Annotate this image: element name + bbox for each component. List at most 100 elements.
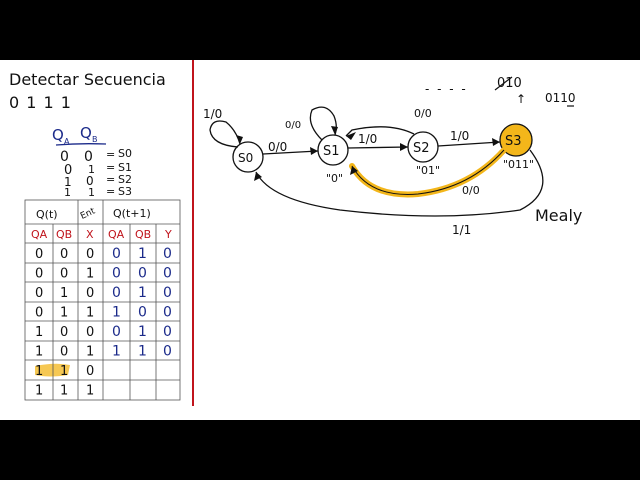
encoding-row-state: S0 [118,147,132,160]
state-s3-note: "011" [503,158,534,171]
slide: Detectar Secuencia 0 1 1 1 Q A Q B 0 0 =… [0,60,640,420]
encoding-row-state: S1 [118,161,132,174]
table-cell: 0 [163,285,172,301]
table-cell: 1 [112,344,121,360]
encoding-row-a: 1 [64,186,71,199]
table-cell: 0 [86,286,94,301]
encoding-row-eq: = [106,173,115,186]
table-cell: 0 [138,305,147,321]
arrowhead [254,172,262,181]
state-s0-label: S0 [238,151,253,165]
table-col-header: Y [164,228,172,241]
table-cell: 1 [35,345,43,360]
table-col-header: QA [31,228,48,241]
table-group-qt: Q(t) [36,208,58,221]
table-cell: 0 [35,267,43,282]
table-cell: 1 [138,285,147,301]
table-cell: 1 [86,306,94,321]
state-s2-note: "01" [416,164,440,177]
mealy-label: Mealy [535,206,582,225]
table-cell: 1 [138,246,147,262]
encoding-row-state: S2 [118,173,132,186]
table-col-header: QB [135,228,151,241]
s0-self-loop [209,120,241,148]
vertical-divider [192,60,194,406]
table-cell: 0 [163,324,172,340]
encoding-header-qb: Q [80,124,92,142]
encoding-header-qb-sub: B [92,135,98,144]
table-cell: 0 [60,247,68,262]
table-cell: 0 [112,266,121,282]
state-diagram: S0 S1 S2 S3 "0" "01" "011" [203,76,582,237]
table-cell: 0 [163,246,172,262]
table-cell: 0 [60,325,68,340]
table-cell: 1 [138,324,147,340]
table-cell: 1 [138,344,147,360]
state-encoding: Q A Q B 0 0 = S0 0 1 = S1 1 0 = S2 1 1 =… [52,124,132,199]
table-group-ent: Ent [79,206,97,222]
table-cell: 0 [112,324,121,340]
s1-self-loop [309,106,337,141]
note-arrow: ↑ [516,92,526,106]
slide-title: Detectar Secuencia [9,70,166,89]
table-cell: 1 [60,286,68,301]
encoding-row-a: 1 [64,175,72,189]
note-seq: 0110 [545,91,576,105]
table-cell: 0 [138,266,147,282]
table-cell: 1 [35,384,43,399]
table-cell: 1 [60,384,68,399]
table-cell: 1 [35,325,43,340]
note-strike [494,76,513,91]
encoding-row-b: 0 [86,174,94,188]
note-dashes: - - - - [425,82,468,96]
encoding-row-state: S3 [118,185,132,198]
arrowhead [236,135,243,144]
table-col-header: QB [56,228,72,241]
table-cell: 0 [35,306,43,321]
drawing-canvas: Q A Q B 0 0 = S0 0 1 = S1 1 0 = S2 1 1 =… [24,76,582,401]
encoding-row-b: 1 [88,163,95,176]
table-cell: 0 [163,305,172,321]
edge-s3-s1 [351,149,505,195]
encoding-row-b: 0 [84,149,93,165]
table-col-header: QA [108,228,125,241]
state-s3-label: S3 [505,134,522,149]
transition-label-s1-s2: 1/0 [358,132,377,146]
transition-label-s2-s1: 0/0 [414,107,432,120]
edge-s2-s3 [437,141,501,147]
row-highlight [35,363,70,377]
table-cell: 0 [163,266,172,282]
arrowhead [346,132,356,140]
transition-label-s2-s3: 1/0 [450,129,469,143]
edge-s0-s1 [262,150,319,155]
encoding-underline [55,143,107,146]
encoding-header-qa: Q [52,126,64,144]
table-cell: 1 [86,267,94,282]
table-cell: 0 [35,286,43,301]
note-struck-seq: 010 [497,76,522,91]
table-cell: 0 [112,246,121,262]
table-cell: 1 [112,305,121,321]
encoding-row-b: 1 [88,186,95,199]
transition-label-s0-s1: 0/0 [268,140,287,154]
encoding-header-qa-sub: A [64,137,70,146]
table-cell: 0 [163,344,172,360]
table-cell: 0 [60,267,68,282]
arrowhead [400,143,408,151]
edge-s2-s1 [345,126,415,137]
table-cell: 0 [86,247,94,262]
table-cell: 1 [86,384,94,399]
encoding-row-eq: = [106,161,115,174]
state-s2-label: S2 [413,141,430,156]
transition-label-s0-loop: 1/0 [203,107,222,121]
encoding-row-eq: = [106,185,115,198]
edge-s3-s0 [255,149,544,217]
edge-s1-s2 [347,146,409,149]
table-group-qt1: Q(t+1) [113,207,151,220]
arrowhead [331,126,338,135]
arrowhead [350,166,358,175]
table-cell: 1 [35,364,43,379]
arrowhead [310,147,318,155]
table-cell: 0 [60,345,68,360]
